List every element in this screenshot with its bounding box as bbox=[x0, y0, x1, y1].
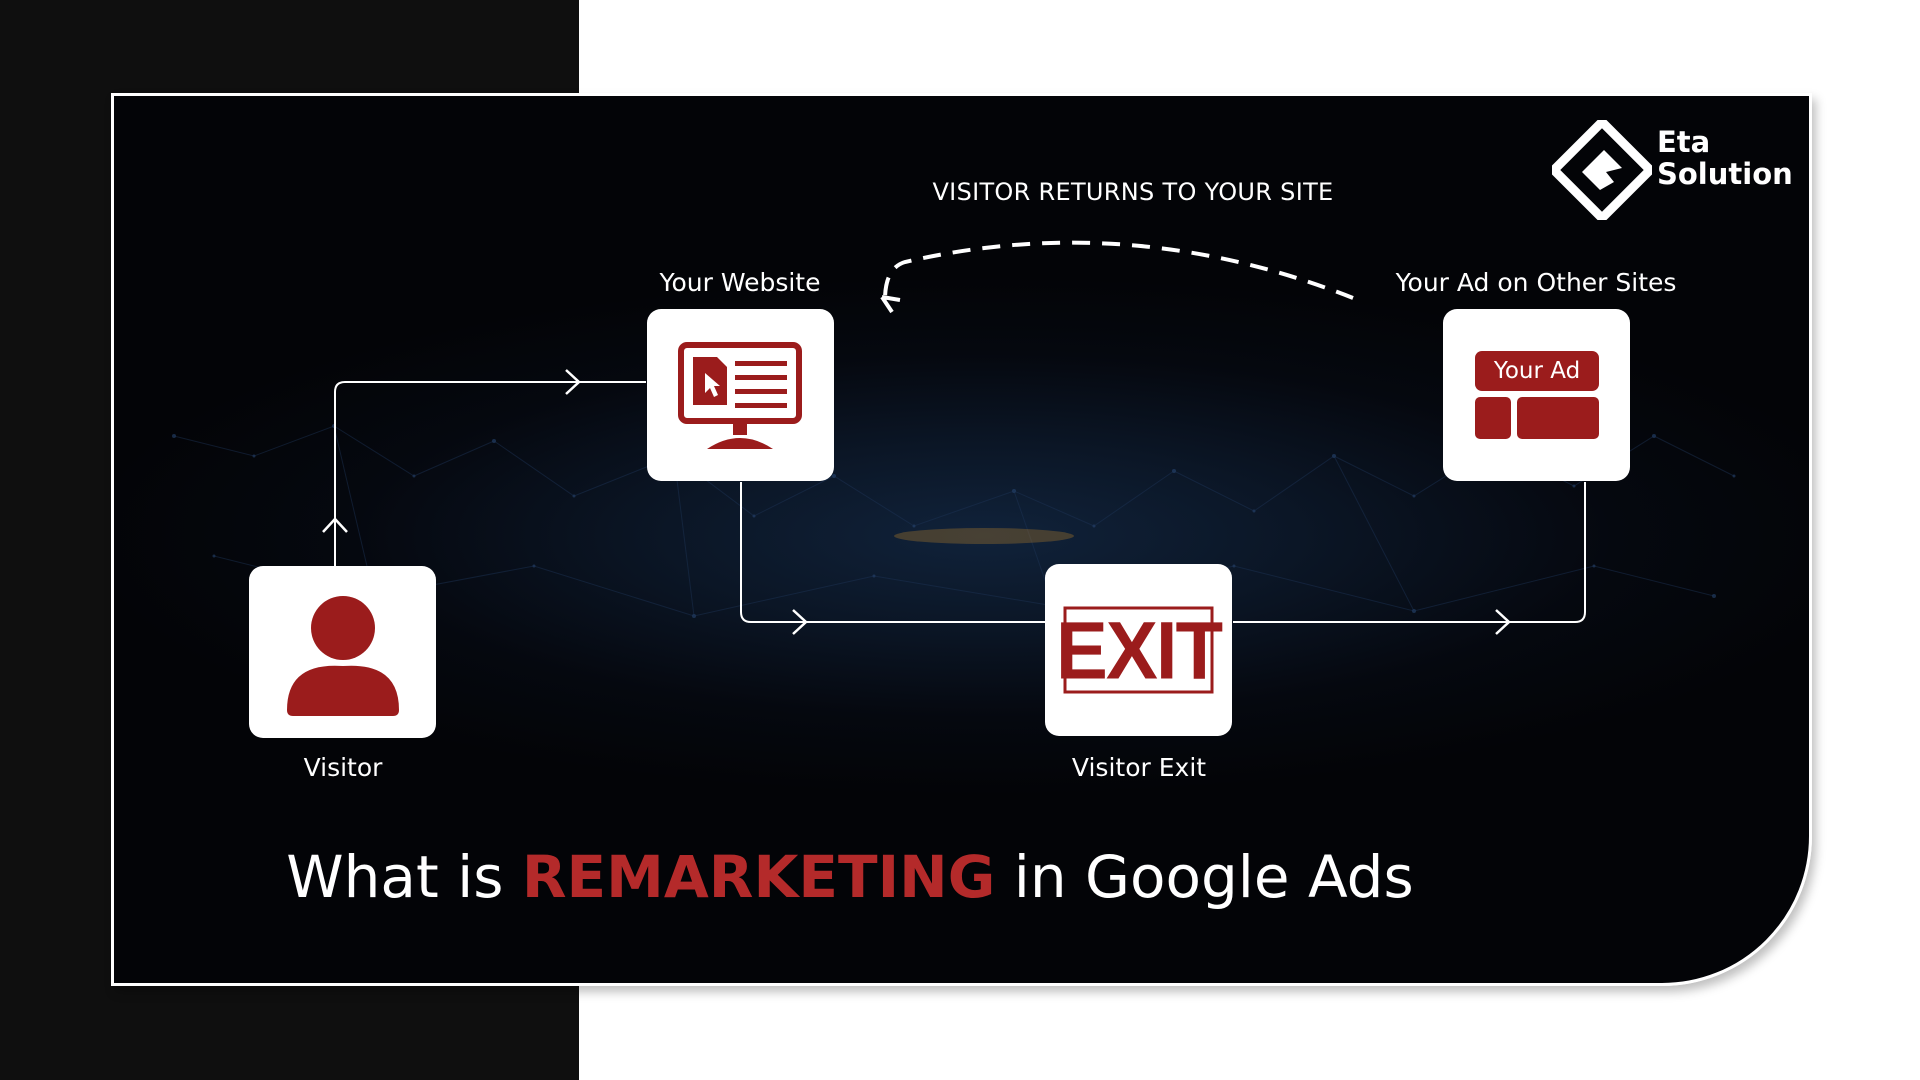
exit-to-ad-path bbox=[1233, 482, 1586, 623]
up-chevron bbox=[322, 517, 348, 533]
exit-tile: EXIT bbox=[1045, 564, 1232, 736]
brand-name: Eta Solution bbox=[1657, 126, 1793, 190]
ad-layout-icon bbox=[1475, 351, 1599, 439]
headline-before: What is bbox=[286, 843, 522, 911]
ad-label: Your Ad on Other Sites bbox=[1395, 268, 1677, 297]
ad-tile: Your Ad bbox=[1443, 309, 1630, 481]
brand-line2: Solution bbox=[1657, 157, 1793, 191]
headline-highlight: REMARKETING bbox=[521, 843, 996, 911]
website-tile bbox=[647, 309, 834, 481]
exit-sign-icon bbox=[1063, 606, 1214, 694]
website-to-exit-path bbox=[740, 482, 1045, 623]
exit-label: Visitor Exit bbox=[1071, 753, 1207, 782]
eta-solution-logo bbox=[1552, 120, 1652, 220]
right-chevron-website bbox=[565, 369, 581, 395]
visitor-tile bbox=[249, 566, 436, 738]
website-label: Your Website bbox=[659, 268, 821, 297]
headline-after: in Google Ads bbox=[995, 843, 1414, 911]
visitor-label: Visitor bbox=[303, 753, 383, 782]
return-dashed-arc bbox=[883, 240, 1354, 301]
visitor-to-website-path bbox=[334, 381, 646, 566]
infographic-card bbox=[111, 93, 1812, 986]
page-headline: What is REMARKETING in Google Ads bbox=[286, 843, 1413, 911]
return-arrow-label: VISITOR RETURNS TO YOUR SITE bbox=[932, 178, 1334, 206]
ad-text: Your Ad bbox=[1493, 358, 1581, 384]
right-chevron-exit bbox=[792, 609, 808, 635]
brand-line1: Eta bbox=[1657, 125, 1711, 159]
website-monitor-icon bbox=[678, 342, 802, 449]
exit-sign-text: EXIT bbox=[1055, 603, 1223, 697]
right-chevron-ad bbox=[1495, 609, 1511, 635]
return-arrow-head bbox=[880, 295, 901, 314]
user-icon bbox=[287, 596, 399, 716]
